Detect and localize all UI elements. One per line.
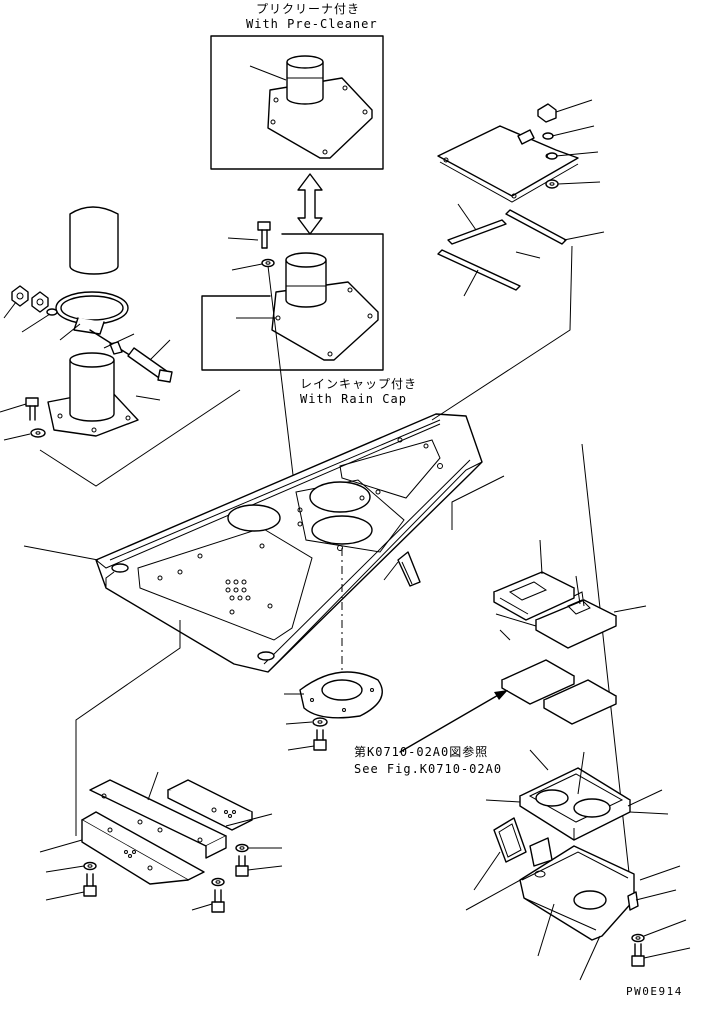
rain-cap-pipe [285, 259, 327, 308]
cover-leader [431, 245, 573, 421]
leader-right-2 [451, 475, 505, 530]
elbow-pipe [47, 352, 161, 437]
pre-cleaner-pipe [286, 61, 324, 105]
bracket-leader [75, 620, 181, 836]
clamp-nuts [3, 285, 171, 361]
gasket-washer-bolt [285, 717, 328, 751]
upper-right-cover [437, 99, 601, 203]
pre-cleaner-label-jp: プリクリーナ付き [256, 2, 361, 16]
air-cleaner-case [465, 837, 681, 981]
case-lid [485, 749, 669, 841]
gasket [284, 671, 383, 719]
pre-cleaner-inset [210, 35, 384, 170]
bracket-washers-bolts [45, 843, 283, 913]
rain-cap-label-jp: レインキャップ付き [300, 377, 418, 391]
pre-cleaner-frame [210, 35, 384, 170]
drawing-code: PW0E914 [626, 985, 683, 998]
case-washer-bolt [631, 919, 691, 967]
see-fig-label-en: See Fig.K0710-02A0 [354, 762, 503, 776]
filter-pads [501, 659, 617, 725]
interchange-arrow [297, 173, 323, 235]
pre-cleaner-label-en: With Pre-Cleaner [246, 17, 378, 31]
seal-strips [437, 203, 605, 297]
right-bracket-plate [167, 779, 273, 831]
reference-arrow [399, 690, 508, 753]
main-top-cover [23, 413, 483, 673]
case-gasket [493, 817, 527, 863]
hose-clamp [55, 291, 173, 383]
left-bracket-plate [39, 771, 227, 885]
rain-cap-bolt [227, 221, 297, 501]
air-pipe [69, 206, 119, 275]
see-fig-label-jp: 第K0710-02A0図参照 [354, 745, 489, 759]
elbow-bolt [0, 397, 46, 441]
leader-right-1 [581, 443, 633, 901]
filter-element-pair [493, 539, 647, 649]
elbow-leader [39, 389, 241, 487]
rain-cap-label-en: With Rain Cap [300, 392, 407, 406]
rain-cap-inset [201, 233, 384, 371]
